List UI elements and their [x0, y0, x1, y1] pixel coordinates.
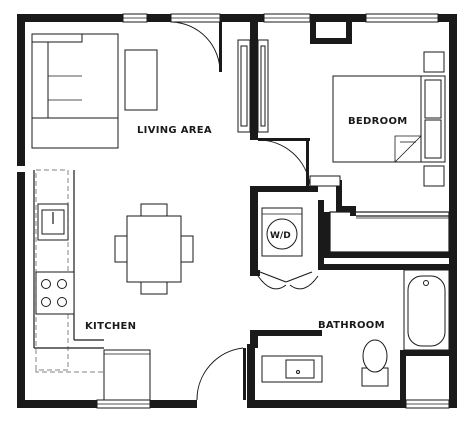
room-label-bedroom: BEDROOM: [348, 116, 408, 127]
washer-dryer-label: W/D: [270, 231, 291, 241]
stove: [35, 271, 75, 315]
room-label-bathroom: BATHROOM: [318, 320, 385, 331]
vanity: [261, 355, 323, 383]
bookshelf: [257, 39, 269, 133]
refrigerator: [103, 349, 151, 401]
windows: [96, 13, 450, 409]
bathtub: [403, 269, 450, 351]
coffee-table: [124, 49, 158, 111]
bathroom-door: [196, 347, 246, 401]
room-label-kitchen: KITCHEN: [85, 321, 136, 332]
room-label-living-area: LIVING AREA: [137, 125, 212, 136]
bedroom-door: [257, 138, 311, 187]
kitchen-sink: [37, 203, 69, 241]
bench: [309, 175, 341, 187]
nightstands: [423, 51, 445, 187]
wd-closet-door: [257, 271, 319, 290]
bedroom-closet: [329, 211, 450, 253]
bed: [332, 75, 446, 163]
interior-walls: [247, 22, 449, 408]
bedroom-top-notch: [310, 22, 352, 44]
toilet: [361, 339, 389, 387]
media-console: [237, 39, 251, 133]
dining-set: [114, 203, 194, 295]
washer-dryer: [261, 207, 303, 257]
exterior-walls: [17, 14, 457, 408]
sofa: [31, 33, 119, 149]
entry-door: [171, 21, 222, 73]
kitchen-counter: [33, 169, 104, 373]
